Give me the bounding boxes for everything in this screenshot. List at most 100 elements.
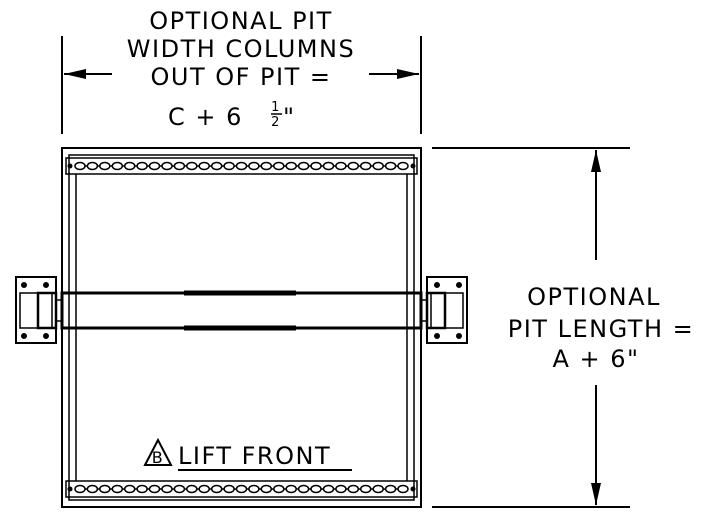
chain-link	[322, 161, 335, 171]
bolt-top-left	[67, 163, 73, 169]
chain-link	[123, 484, 136, 494]
lift-front-text: LIFT FRONT	[178, 442, 331, 470]
chain-link	[347, 484, 360, 494]
chain-link	[260, 161, 273, 171]
right-bolt-1	[434, 282, 440, 288]
length-text-line1: OPTIONAL	[527, 283, 661, 311]
chain-link	[223, 161, 235, 171]
chain-link	[198, 161, 210, 171]
chain-link	[123, 161, 136, 171]
width-dimension: OPTIONAL PIT WIDTH COLUMNS OUT OF PIT = …	[61, 7, 422, 134]
fraction-denominator: 2	[271, 115, 281, 130]
chain-link	[273, 484, 285, 494]
chain-link	[186, 161, 198, 171]
width-arrow-right	[397, 69, 419, 79]
chain-top	[74, 161, 409, 171]
length-arrow-top	[591, 150, 601, 172]
chain-link	[397, 161, 409, 171]
chain-link	[74, 484, 86, 494]
width-text-line1: OPTIONAL PIT	[149, 7, 333, 35]
chain-link	[99, 484, 111, 494]
chain-link	[198, 484, 210, 494]
bolt-top-right	[410, 163, 416, 169]
chain-link	[297, 484, 310, 494]
corner-bolts	[67, 163, 416, 492]
chain-link	[384, 484, 397, 494]
chain-link	[372, 484, 384, 494]
lift-front-label: B LIFT FRONT	[143, 437, 352, 471]
chain-link	[397, 484, 409, 494]
chain-link	[322, 484, 335, 494]
width-text-line4: C + 6	[168, 103, 243, 131]
right-plate-jaw	[425, 291, 447, 330]
chain-link	[223, 484, 235, 494]
chain-link	[235, 161, 248, 171]
chain-link	[335, 161, 347, 171]
right-bolt-3	[434, 333, 440, 339]
fraction-numerator: 1	[271, 100, 281, 115]
chain-bottom	[74, 484, 409, 494]
bolt-bottom-right	[410, 486, 416, 492]
right-bolt-4	[456, 333, 462, 339]
chain-link	[136, 161, 148, 171]
left-plate-inner	[19, 292, 53, 329]
length-dimension: OPTIONAL PIT LENGTH = A + 6"	[432, 147, 695, 508]
chain-link	[285, 161, 297, 171]
chain-link	[310, 484, 322, 494]
chain-link	[297, 161, 310, 171]
left-column-plate	[15, 276, 62, 344]
chain-link	[285, 484, 297, 494]
chain-link	[359, 161, 372, 171]
width-arrow-left	[64, 69, 86, 79]
pit-frame-top	[65, 157, 418, 175]
chain-link	[248, 161, 260, 171]
front-marker-letter: B	[152, 448, 164, 467]
chain-link	[235, 484, 248, 494]
chain-link	[359, 484, 372, 494]
pit-frame-bottom	[65, 480, 418, 498]
front-marker-triangle	[143, 437, 173, 466]
chain-link	[347, 161, 360, 171]
inch-mark: "	[283, 103, 296, 131]
chain-link	[99, 161, 111, 171]
chain-link	[210, 484, 223, 494]
chain-link	[148, 161, 161, 171]
left-bolt-1	[21, 282, 27, 288]
right-bolt-2	[456, 282, 462, 288]
chain-link	[335, 484, 347, 494]
width-formula: C + 6	[168, 103, 243, 131]
chain-link	[372, 161, 384, 171]
chain-link	[111, 161, 124, 171]
right-column-plate	[421, 276, 468, 344]
bolt-bottom-left	[67, 486, 73, 492]
chain-link	[111, 484, 124, 494]
right-plate-inner	[430, 292, 464, 329]
chain-link	[273, 161, 285, 171]
chain-link	[173, 161, 186, 171]
width-text-line2: WIDTH COLUMNS	[127, 35, 355, 63]
chain-link	[74, 161, 86, 171]
crossbeam	[60, 290, 423, 331]
crossbeam-body	[60, 291, 423, 330]
chain-link	[186, 484, 198, 494]
chain-link	[86, 484, 99, 494]
chain-link	[310, 161, 322, 171]
chain-link	[248, 484, 260, 494]
left-bolt-4	[43, 333, 49, 339]
length-text-line3: A + 6"	[552, 345, 639, 373]
length-arrow-bottom	[591, 483, 601, 505]
left-plate-jaw	[36, 291, 58, 330]
width-text-line3: OUT OF PIT =	[150, 63, 331, 91]
left-bolt-2	[43, 282, 49, 288]
chain-link	[161, 484, 173, 494]
chain-link	[173, 484, 186, 494]
chain-link	[260, 484, 273, 494]
chain-link	[161, 161, 173, 171]
left-bolt-3	[21, 333, 27, 339]
chain-link	[384, 161, 397, 171]
length-text-line2: PIT LENGTH =	[508, 315, 695, 343]
chain-link	[136, 484, 148, 494]
chain-link	[86, 161, 99, 171]
